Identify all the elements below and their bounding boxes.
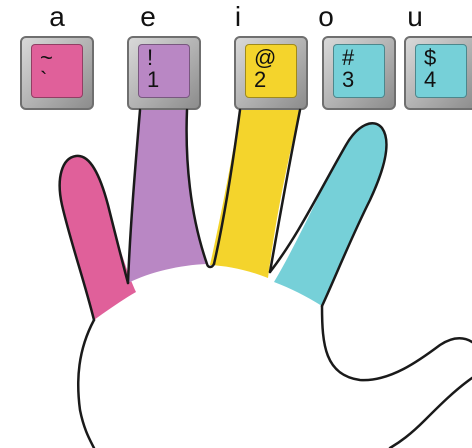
middle-finger-fill [210, 110, 300, 278]
thumb-outline [322, 306, 472, 380]
palm-bottom-outline [390, 378, 472, 448]
palm-left-outline [78, 320, 94, 448]
ring-finger-fill [128, 110, 207, 283]
